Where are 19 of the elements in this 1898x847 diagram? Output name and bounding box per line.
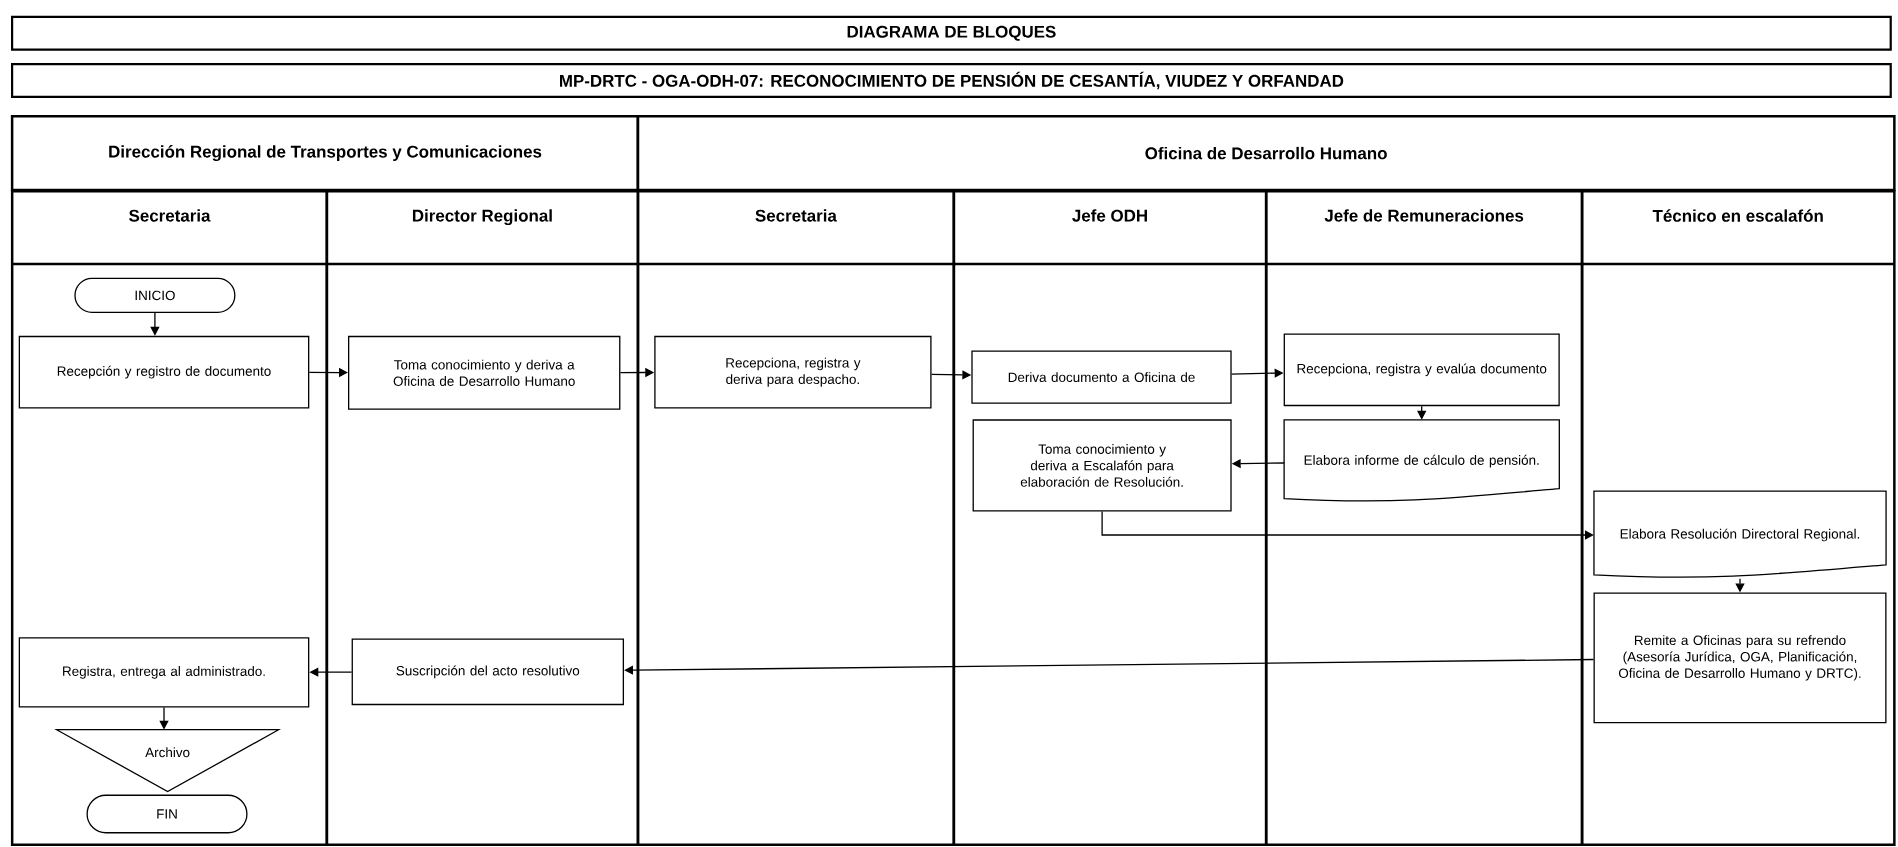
- process-box: Remite a Oficinas para su refrendo (Asesoría Jurídica, OGA, Planificación, Oficina de Desarrollo Humano y DRTC).: [1593, 592, 1887, 724]
- title-box: DIAGRAMA DE BLOQUES: [11, 15, 1892, 51]
- process-box: Recepción y registro de documento: [18, 335, 310, 409]
- process-box: Deriva documento a Oficina de: [971, 350, 1232, 404]
- arrow: [150, 312, 160, 336]
- subtitle-box: MP-DRTC - OGA-ODH-07: RECONOCIMIENTO DE PENSIÓN DE CESANTÍA, VIUDEZ Y ORFANDAD: [11, 63, 1892, 98]
- process-box: Registra, entrega al administrado.: [18, 637, 310, 708]
- process-box: Toma conocimiento y deriva a Escalafón para elaboración de Resolución.: [972, 419, 1232, 512]
- process-box: Toma conocimiento y deriva a Oficina de Desarrollo Humano: [348, 335, 621, 410]
- arrow: [624, 658, 1595, 675]
- process-box: Recepciona, registra y deriva para despacho.: [654, 335, 932, 409]
- process-box: Suscripción del acto resolutivo: [351, 638, 624, 706]
- arrow: [1417, 405, 1427, 420]
- process-box: Recepciona, registra y evalúa documento: [1283, 333, 1560, 407]
- group-header-cell: Oficina de Desarrollo Humano: [636, 114, 1896, 192]
- terminal-pill: INICIO: [74, 277, 236, 313]
- terminal-pill: FIN: [86, 794, 248, 834]
- group-header-cell: Dirección Regional de Transportes y Comunicaciones: [10, 114, 640, 192]
- arrow: [1101, 510, 1594, 540]
